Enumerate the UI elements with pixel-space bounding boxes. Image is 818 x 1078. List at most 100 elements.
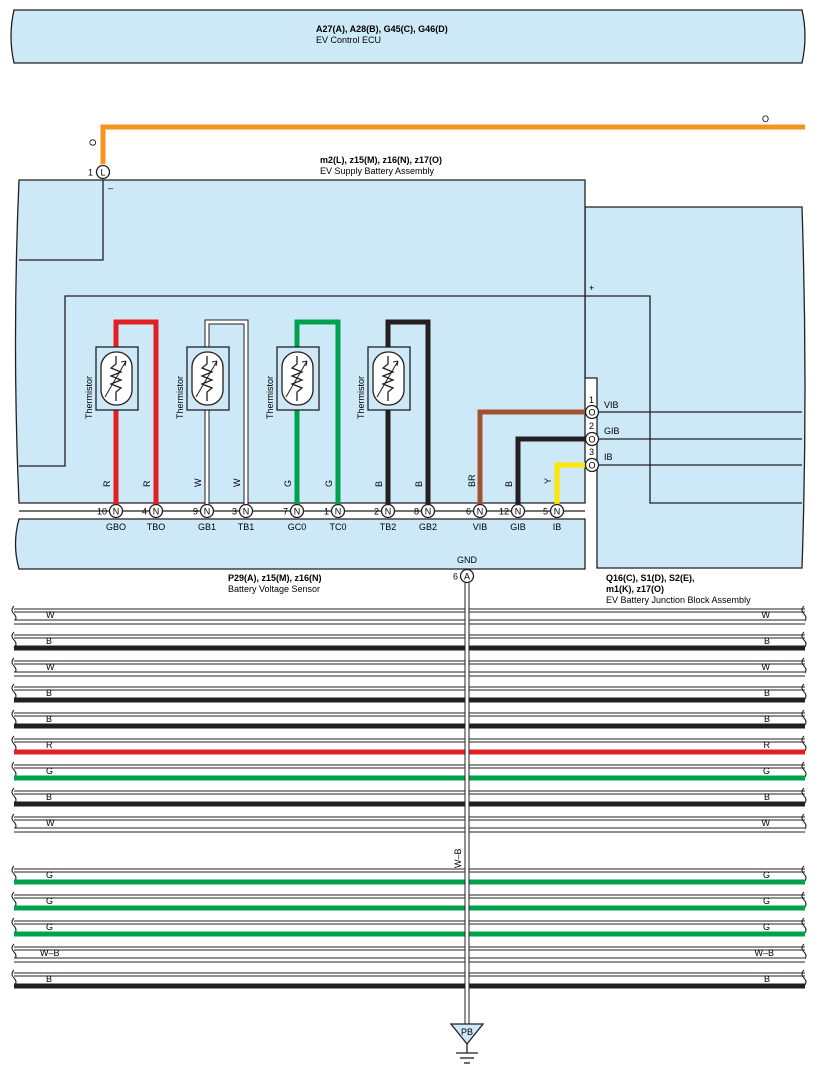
- harness-break-right: [801, 631, 807, 649]
- svg-text:GBO: GBO: [106, 522, 126, 532]
- bottom-pin-gb2: N 8 GB2: [414, 503, 437, 532]
- minus-pin-num: 1: [88, 168, 93, 178]
- svg-text:6: 6: [453, 572, 458, 582]
- svg-text:4: 4: [142, 507, 147, 517]
- harness-break-right: [801, 865, 807, 883]
- ev-control-ecu-box: [10, 9, 806, 64]
- harness-code-right: W–B: [754, 948, 774, 958]
- thermistor-label: Thermistor: [84, 376, 94, 419]
- wire-code: BR: [467, 474, 477, 487]
- thermistor-wire-black: [385, 319, 431, 505]
- junction-name: EV Battery Junction Block Assembly: [606, 595, 751, 605]
- bottom-pin-gc0: N 7 GC0: [283, 503, 307, 532]
- svg-text:IB: IB: [553, 522, 562, 532]
- svg-text:N: N: [425, 507, 432, 517]
- bottom-pin-tb2: N 2 TB2: [374, 503, 397, 532]
- harness-code-right: B: [764, 688, 770, 698]
- svg-text:6: 6: [466, 507, 471, 517]
- svg-text:TB2: TB2: [380, 522, 397, 532]
- svg-text:O: O: [588, 435, 595, 445]
- harness-code-left: G: [46, 922, 53, 932]
- bottom-pin-ib: N 5 IB: [543, 503, 565, 532]
- harness-code-left: B: [46, 792, 52, 802]
- svg-text:2: 2: [589, 421, 594, 431]
- supply-battery-box: [14, 179, 586, 504]
- svg-text:GC0: GC0: [288, 522, 307, 532]
- wire-code: Y: [543, 478, 553, 484]
- wire-code: R: [142, 480, 152, 487]
- svg-text:12: 12: [499, 507, 509, 517]
- harness-code-right: B: [764, 636, 770, 646]
- junction-code-1: Q16(C), S1(D), S2(E),: [606, 573, 695, 583]
- thermistor-label: Thermistor: [356, 376, 366, 419]
- harness-break-right: [801, 787, 807, 805]
- wire-code: B: [414, 481, 424, 487]
- harness-code-right: B: [764, 714, 770, 724]
- harness-code-left: W–B: [40, 948, 60, 958]
- junction-pin-vib: O 1 VIB: [584, 395, 619, 420]
- harness-code-right: W: [762, 610, 771, 620]
- svg-text:GIB: GIB: [604, 426, 620, 436]
- junction-block-box: [584, 206, 806, 569]
- voltage-sensor-name: Battery Voltage Sensor: [228, 584, 320, 594]
- pin-circle: [95, 164, 111, 180]
- thermistor-2: [186, 346, 230, 411]
- bottom-pin-tb1: N 3 TB1: [232, 503, 255, 532]
- thermistor-wire-red: [113, 319, 159, 505]
- thermistor-group: [113, 319, 431, 505]
- junction-pin-gib: O 2 GIB: [584, 421, 620, 447]
- thermistor-1: [95, 346, 139, 411]
- harness-break-right: [801, 761, 807, 779]
- minus-conn: L: [100, 168, 105, 178]
- thermistor-label: Thermistor: [175, 376, 185, 419]
- gnd-wire-code: W–B: [453, 848, 463, 868]
- bottom-pin-tbo: N 4 TBO: [142, 503, 165, 532]
- harness-code-left: W: [46, 610, 55, 620]
- svg-text:8: 8: [414, 507, 419, 517]
- harness-break-right: [801, 917, 807, 935]
- svg-text:TB1: TB1: [238, 522, 255, 532]
- harness-code-right: W: [762, 662, 771, 672]
- svg-text:7: 7: [283, 507, 288, 517]
- bottom-pin-gib: N 12 GIB: [499, 503, 526, 532]
- svg-text:N: N: [294, 507, 301, 517]
- harness-code-left: B: [46, 974, 52, 984]
- harness-break-right: [801, 813, 807, 831]
- svg-text:A: A: [464, 572, 470, 582]
- ground-point: PB: [461, 1027, 473, 1037]
- svg-text:5: 5: [543, 507, 548, 517]
- harness-code-left: G: [46, 896, 53, 906]
- ecu-name: EV Control ECU: [316, 35, 381, 45]
- harness-code-left: W: [46, 662, 55, 672]
- wire-code-o-left: O: [88, 139, 98, 146]
- sensor-wire-brown: [477, 409, 592, 505]
- sensor-wire-black: [515, 436, 592, 505]
- harness-row: W–B W–B: [11, 943, 807, 963]
- harness-code-left: B: [46, 714, 52, 724]
- harness-code-left: G: [46, 766, 53, 776]
- ecu-code: A27(A), A28(B), G45(C), G46(D): [316, 24, 448, 34]
- svg-text:3: 3: [232, 507, 237, 517]
- harness-code-right: G: [763, 870, 770, 880]
- battery-name: EV Supply Battery Assembly: [320, 166, 435, 176]
- wire-code: G: [283, 480, 293, 487]
- harness-code-right: B: [764, 792, 770, 802]
- svg-text:IB: IB: [604, 452, 613, 462]
- gnd-label: GND: [457, 555, 478, 565]
- svg-text:O: O: [588, 408, 595, 418]
- svg-text:1: 1: [589, 395, 594, 405]
- junction-code-2: m1(K), z17(O): [606, 584, 664, 594]
- svg-text:3: 3: [589, 447, 594, 457]
- plus-sign: +: [589, 283, 594, 293]
- bottom-pin-gbo: N 10 GBO: [97, 503, 126, 532]
- harness-code-right: B: [764, 974, 770, 984]
